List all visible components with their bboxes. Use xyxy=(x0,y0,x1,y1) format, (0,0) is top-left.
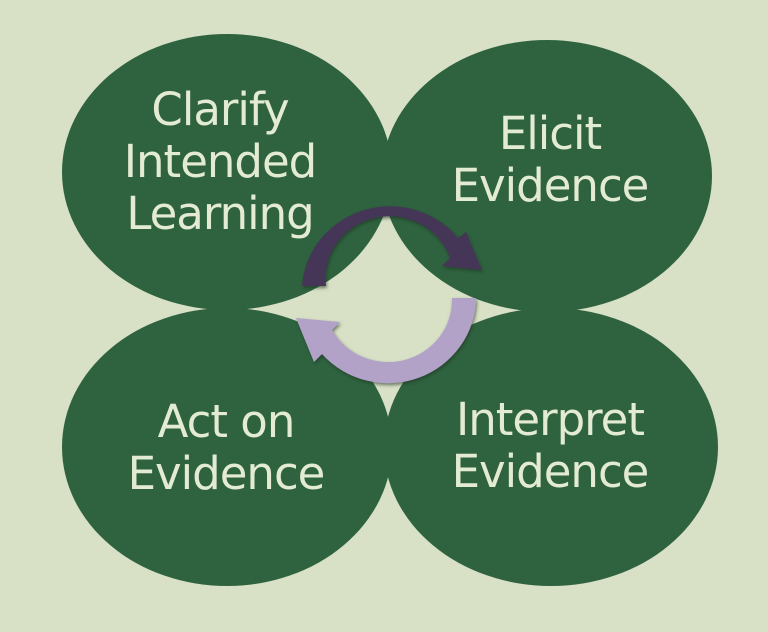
label-line: Learning xyxy=(126,187,314,240)
label-line: Evidence xyxy=(127,447,326,500)
clockwise-arrow-lower-icon xyxy=(296,298,476,384)
label-line: Clarify xyxy=(151,83,289,136)
label-act-on-evidence: Act on Evidence xyxy=(106,396,346,500)
petal-top-right xyxy=(382,40,712,312)
label-line: Interpret xyxy=(455,393,645,446)
label-clarify-intended-learning: Clarify Intended Learning xyxy=(100,84,340,240)
label-elicit-evidence: Elicit Evidence xyxy=(430,108,670,212)
clockwise-arrow-upper-icon xyxy=(302,206,482,286)
label-line: Evidence xyxy=(451,445,650,498)
label-line: Evidence xyxy=(451,159,650,212)
petal-top-left xyxy=(62,34,392,310)
label-line: Act on xyxy=(157,395,296,448)
label-interpret-evidence: Interpret Evidence xyxy=(430,394,670,498)
label-line: Elicit xyxy=(498,107,602,160)
label-line: Intended xyxy=(123,135,317,188)
